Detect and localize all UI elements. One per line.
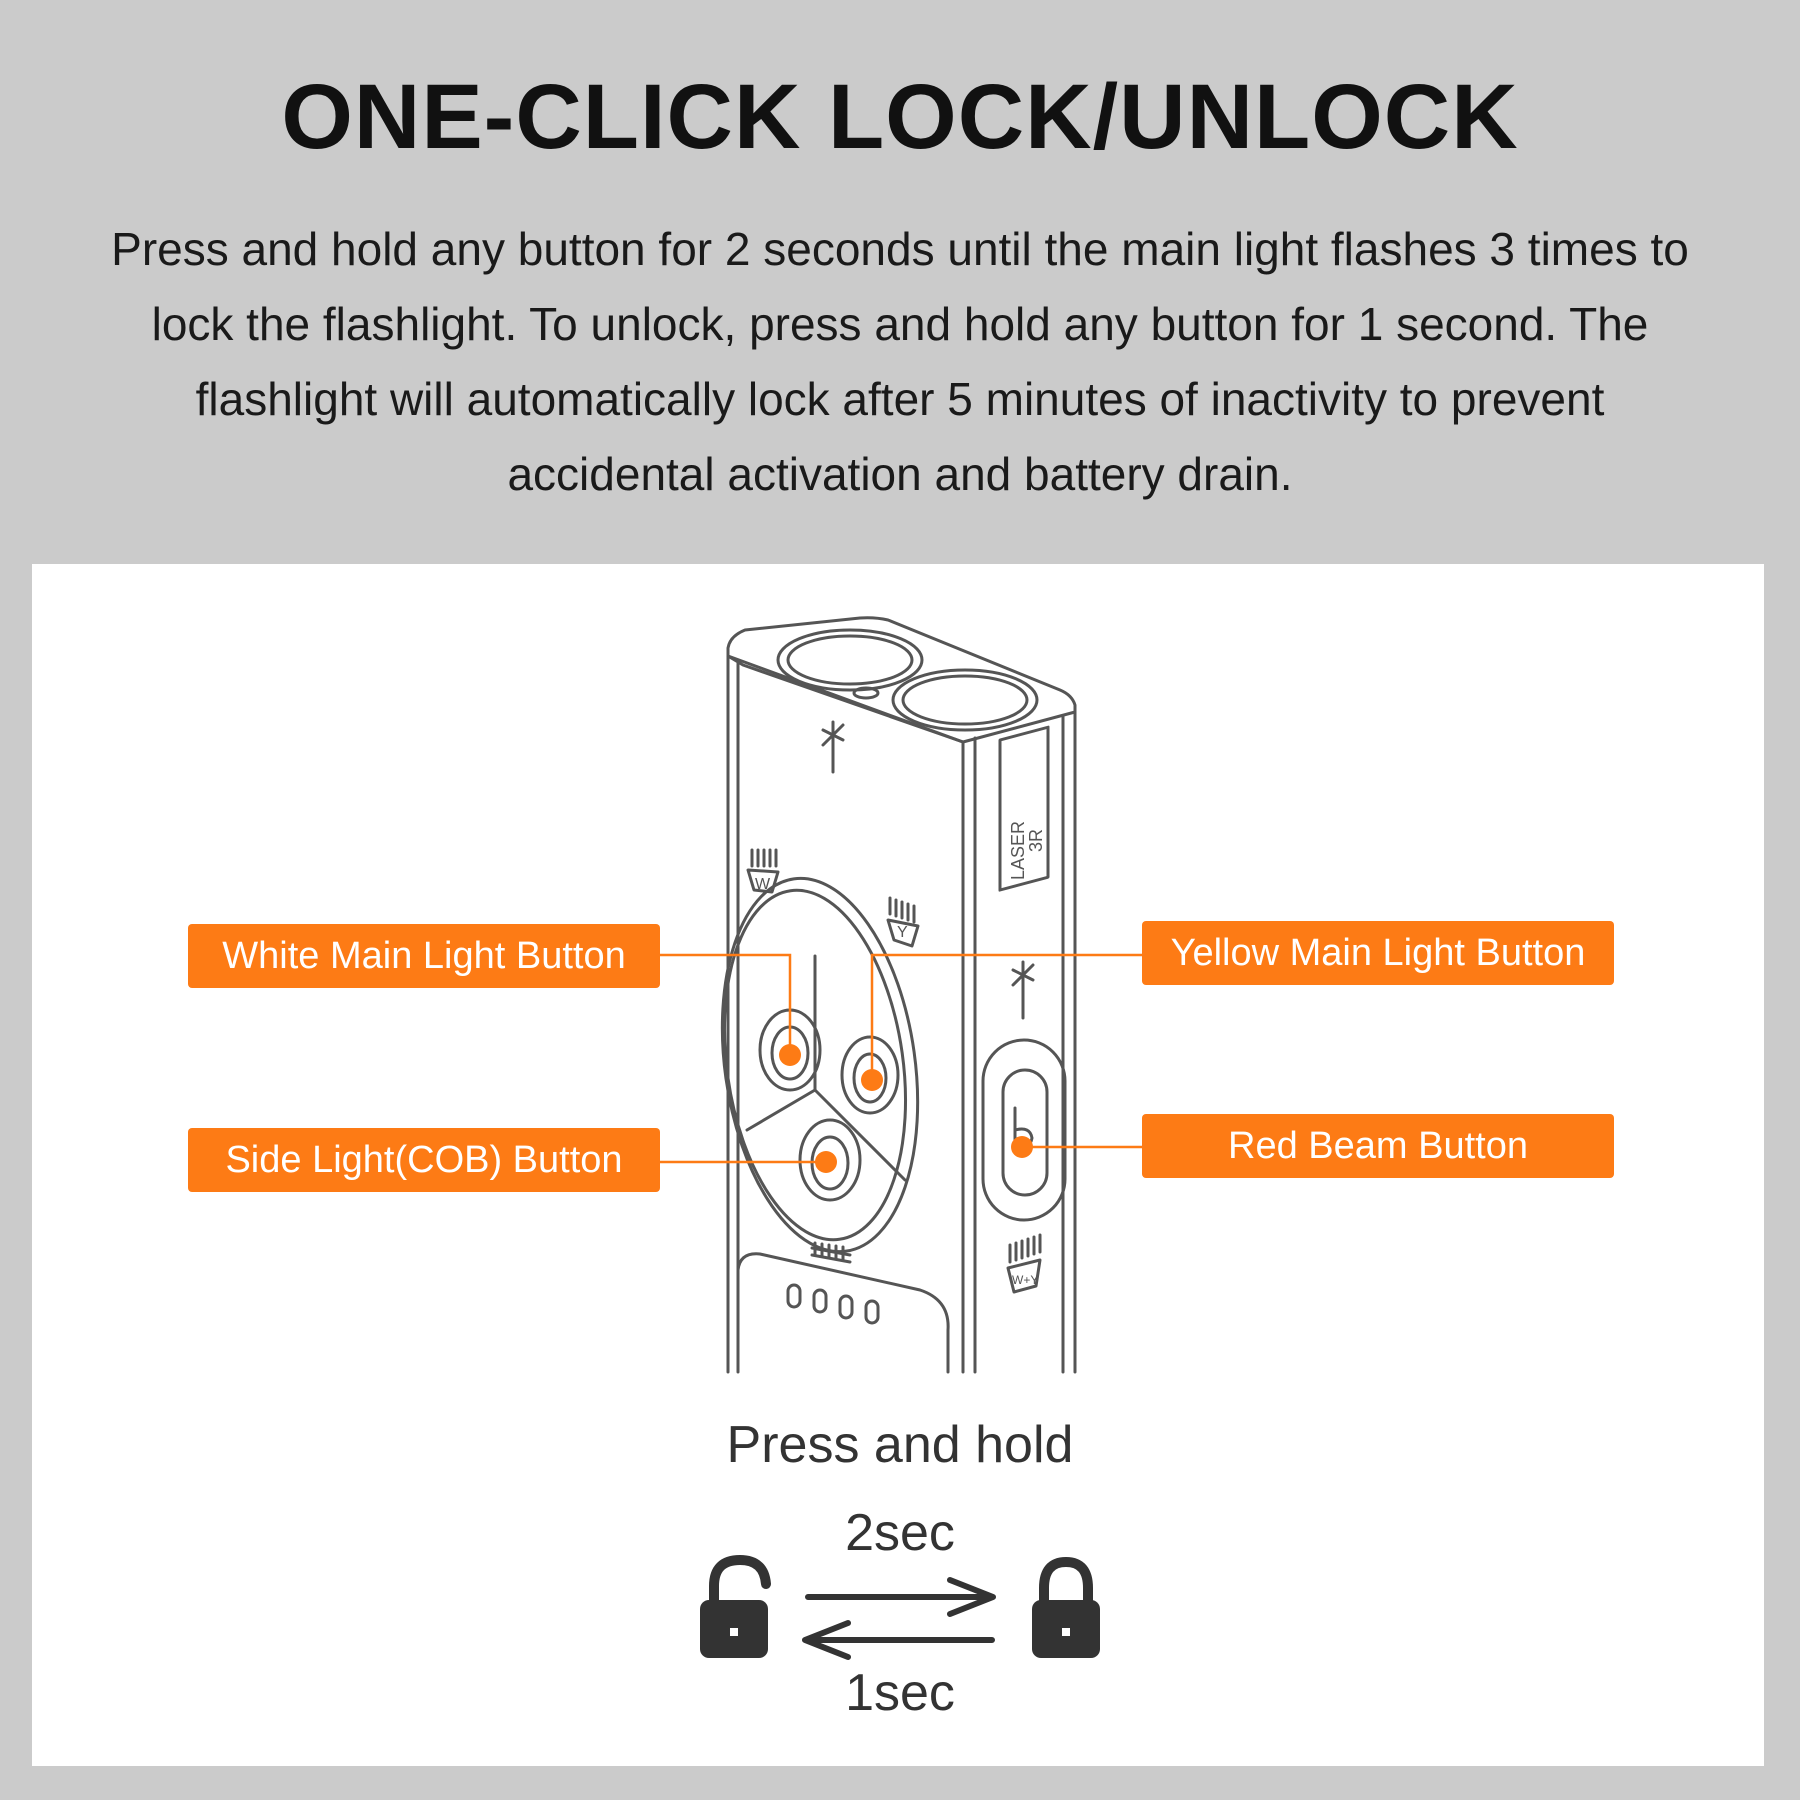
unlock-arrow-left: [802, 1620, 995, 1660]
main-lens-1: [776, 628, 924, 692]
lock-duration-text: 2sec: [845, 1504, 955, 1562]
white-main-marker: [779, 1044, 801, 1066]
white-main-leader: [660, 953, 792, 1055]
main-lens-2: [891, 668, 1039, 732]
button-pad-outer: [720, 876, 920, 1254]
w-mark-text: W: [755, 876, 771, 893]
locked-padlock-icon: [1032, 1556, 1100, 1658]
red-beam-button-housing: [981, 1038, 1067, 1222]
unlocked-padlock-icon: [700, 1554, 771, 1658]
red-beam-marker: [1011, 1136, 1033, 1158]
page-title: ONE-CLICK LOCK/UNLOCK: [281, 66, 1519, 168]
yellow-main-leader: [870, 953, 1142, 1080]
battery-indicator-2: [812, 1288, 828, 1314]
laser-class-number: 3R: [1026, 829, 1046, 852]
side-light-marker: [815, 1151, 837, 1173]
side-light-cob-button-label: Side Light(COB) Button: [188, 1128, 660, 1192]
yellow-main-button: [840, 1035, 900, 1115]
white-main-light-button-label: White Main Light Button: [188, 924, 660, 988]
laser-warning-sticker: [998, 725, 1050, 892]
battery-panel: [736, 1252, 950, 1374]
description-text: Press and hold any button for 2 seconds …: [111, 223, 1689, 500]
battery-indicator-4: [864, 1299, 880, 1325]
wy-mark-text: W+Y: [1012, 1273, 1038, 1287]
unlock-duration-text: 1sec: [845, 1664, 955, 1722]
laser-class-text: LASER: [1008, 821, 1028, 880]
flashlight-top-face: [726, 616, 1077, 744]
yellow-main-light-button-label: Yellow Main Light Button: [1142, 921, 1614, 985]
press-and-hold-text: Press and hold: [726, 1416, 1074, 1474]
battery-indicator-3: [838, 1294, 854, 1320]
lock-arrow-right: [805, 1577, 996, 1617]
yellow-main-marker: [861, 1069, 883, 1091]
red-beam-button-label: Red Beam Button: [1142, 1114, 1614, 1178]
side-light-button: [798, 1118, 862, 1202]
battery-indicator-1: [786, 1283, 802, 1309]
y-mark-text: Y: [897, 924, 908, 941]
